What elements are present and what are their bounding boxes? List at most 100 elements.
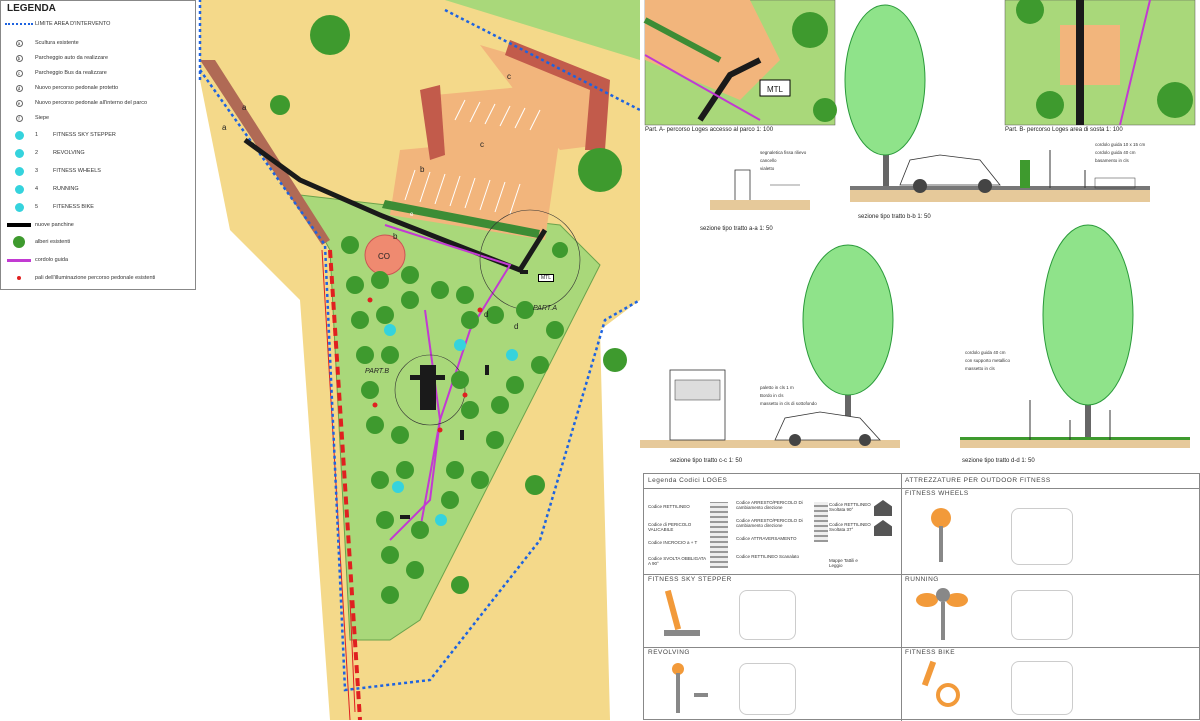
footprint-icon: [739, 663, 796, 715]
fitness-label: RUNNING: [53, 186, 79, 192]
cc-note-2: Bordo in cls: [760, 393, 784, 398]
letter-icon: b: [15, 54, 23, 62]
label-e: e: [410, 212, 414, 218]
label-b1: b: [420, 165, 425, 174]
part-a-hedge: [643, 17, 722, 63]
master-plan: [198, 0, 640, 720]
tree-icon: [13, 236, 25, 248]
tactile-tiles-icon: [710, 502, 728, 568]
red-dashed-path: [328, 249, 362, 720]
label-d2: d: [514, 322, 519, 331]
legend-fitness-row: 4 RUNNING: [3, 182, 79, 196]
bike-icon: [921, 660, 966, 716]
legend-bench-label: nuove panchine: [35, 222, 74, 228]
legend-fitness-row: 5 FITENESS BIKE: [3, 200, 94, 214]
equip-title: ATTREZZATURE PER OUTDOOR FITNESS: [905, 477, 1051, 484]
part-a-curb: [644, 54, 761, 121]
part-b-tree-2: [1157, 82, 1193, 118]
fitness-wheels-icon: [921, 508, 961, 563]
section-bb: [850, 150, 1150, 202]
footprint-icon: [1011, 661, 1073, 715]
legend-tree-label: alberi esistenti: [35, 239, 71, 245]
fitness-marker-icon: [14, 166, 24, 176]
legend-curb-row: cordolo guida: [3, 253, 68, 267]
fitness-markers: [384, 324, 518, 526]
part-a-path: [697, 57, 762, 122]
revolving-icon: [664, 663, 714, 715]
part-a-mtl-box: [759, 79, 791, 97]
code-label: Codice RETTILINEO Svoltata 90°: [829, 502, 871, 513]
label-b2: b: [393, 232, 398, 241]
code-label: Codice ARRESTO/PERICOLO Di cambiamento d…: [736, 500, 803, 511]
lamp-posts: [367, 297, 483, 433]
lamp-icon: [17, 276, 21, 280]
part-a-tree: [792, 12, 828, 48]
label-c2: c: [507, 72, 511, 81]
legend-lamp-row: pali dell'illuminazione percorso pedonal…: [3, 269, 193, 287]
equip-name: REVOLVING: [648, 649, 690, 656]
label-a1: a: [242, 103, 247, 112]
curb-icon: [7, 258, 31, 262]
equip-cell-running: RUNNING: [901, 574, 1200, 648]
legend-letter-label: Parcheggio Bus da realizzare: [35, 70, 107, 76]
legend-fitness-row: 3 FITNESS WHEELS: [3, 164, 101, 178]
section-aa-caption: sezione tipo tratto a-a 1: 50: [700, 226, 773, 232]
code-label: Codice ATTRAVERSAMENTO: [736, 536, 797, 541]
hedge: [382, 200, 540, 238]
dd-note-1: cordolo guida 40 cm: [965, 350, 1006, 355]
aa-note-3: vialetto: [760, 166, 775, 171]
legend-letter-row: a Scultura esistente: [3, 36, 79, 50]
equip-name: RUNNING: [905, 576, 939, 583]
equip-name: FITNESS SKY STEPPER: [648, 576, 732, 583]
legend-tree-row: alberi esistenti: [3, 235, 70, 249]
fitness-num: 2: [35, 150, 39, 156]
code-label: Codice RETTILINEO Scanalato: [736, 554, 800, 559]
boundary-line-1: [198, 69, 640, 692]
guide-curb-2: [419, 309, 442, 531]
building-left: [420, 85, 445, 160]
legend-letter-row: d Nuovo percorso pedonale protetto: [3, 81, 118, 95]
legend-letter-row: e Nuovo percorso pedonale all'interno de…: [3, 96, 147, 110]
dd-note-3: massetto in cls: [965, 366, 995, 371]
codes-title: Legenda Codici LOGES: [648, 477, 728, 484]
bb-note-1: cordolo guida 10 x 15 cm: [1095, 142, 1146, 147]
mtl-tag: MTL: [538, 274, 554, 282]
legend-fitness-row: 1 FITNESS SKY STEPPER: [3, 128, 116, 142]
part-b-tree: [1016, 0, 1044, 24]
trees: [270, 15, 627, 604]
letter-icon: d: [15, 84, 23, 92]
section-cc-caption: sezione tipo tratto c-c 1: 50: [670, 458, 743, 464]
central-bench: [420, 365, 436, 410]
section-cc: [640, 369, 900, 448]
equip-header: ATTREZZATURE PER OUTDOOR FITNESS: [901, 474, 1200, 489]
fitness-marker-icon: [14, 202, 24, 212]
part-b-label: PART.B: [365, 368, 389, 375]
fitness-label: FITNESS WHEELS: [53, 168, 101, 174]
part-b-caption: Part. B- percorso Loges area di sosta 1:…: [1005, 127, 1123, 133]
bb-note-2: cordolo guida 40 cm: [1095, 150, 1136, 155]
legend-boundary: LIMITE AREA D'INTERVENTO: [3, 17, 110, 31]
fitness-marker-icon: [14, 148, 24, 158]
legend-panel: LEGENDA LIMITE AREA D'INTERVENTO a Scult…: [0, 0, 196, 290]
codes-cell: Codice RETTILINEO Codice di PERICOLO VAL…: [644, 488, 902, 575]
code-label: Mappe Tattili e Leggio: [829, 558, 858, 569]
co-label: CO: [378, 252, 390, 261]
section-aa: [710, 169, 810, 210]
fitness-marker-icon: [14, 184, 24, 194]
dd-note-2: con supporto metallico: [965, 358, 1011, 363]
section-dd: [960, 400, 1190, 448]
part-a-label: PART.A: [533, 305, 557, 312]
red-path-edge: [321, 249, 351, 720]
tactile-path: [243, 137, 548, 274]
sky-stepper-icon: [664, 589, 700, 642]
entrance-arrow: [349, 599, 356, 713]
fitness-num: 1: [35, 132, 39, 138]
part-a-parking: [645, 0, 780, 100]
code-label: Codice di PERICOLO VALICABILE: [648, 522, 692, 533]
fitness-num: 4: [35, 186, 39, 192]
equip-cell-revolving: REVOLVING: [644, 647, 902, 721]
building-right: [505, 40, 610, 150]
legend-letter-label: Siepe: [35, 115, 50, 121]
code-label: Codice INCROCIO a + T: [648, 540, 698, 545]
boundary-swatch: [5, 23, 33, 25]
